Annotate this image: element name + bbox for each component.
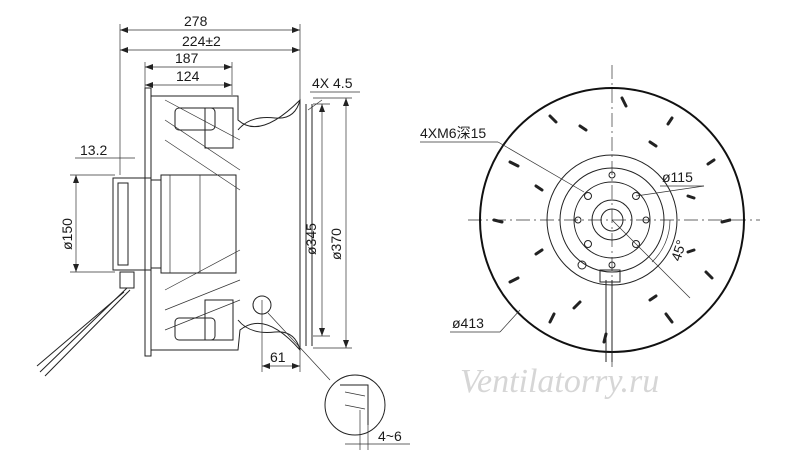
dim-150: ø150 [59, 218, 75, 250]
dim-413: ø413 [452, 315, 484, 331]
dim-61: 61 [270, 349, 286, 365]
dim-187: 187 [175, 50, 199, 66]
dim-224: 224±2 [182, 33, 221, 49]
dim-m6: 4XM6深15 [420, 125, 486, 141]
dim-45: 45° [668, 238, 690, 263]
dim-13-2: 13.2 [80, 142, 107, 158]
front-view: 4XM6深15 ø115 45° ø413 [420, 65, 760, 370]
dim-4-6: 4~6 [378, 428, 402, 444]
dim-345: ø345 [303, 223, 319, 255]
dim-4x4-5: 4X 4.5 [312, 75, 353, 91]
dim-278: 278 [184, 13, 208, 29]
dim-124: 124 [176, 68, 200, 84]
watermark: Ventilatorry.ru [460, 363, 659, 400]
impeller-blades [492, 96, 732, 344]
dim-370: ø370 [328, 228, 344, 260]
side-view: 278 224±2 187 124 13.2 ø150 [36, 13, 410, 450]
dim-115: ø115 [662, 169, 693, 185]
